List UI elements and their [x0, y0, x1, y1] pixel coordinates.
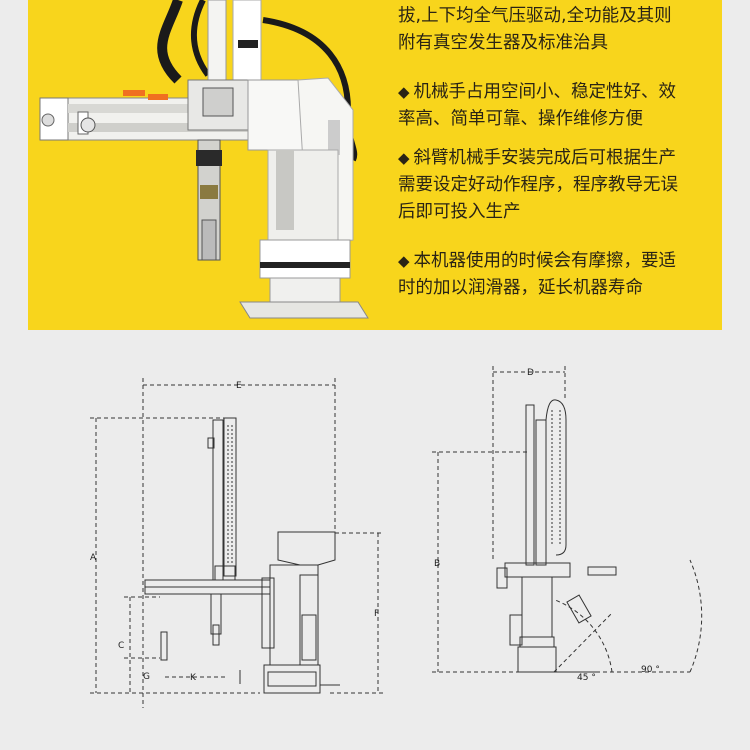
dim-label-B: B: [434, 559, 440, 569]
bullet-diamond-icon: ◆: [398, 252, 410, 270]
robot-arm-illustration: [39, 0, 369, 319]
bullet-2-line-2: 需要设定好动作程序，程序教导无误: [398, 175, 678, 195]
dim-label-C: C: [118, 641, 124, 651]
technical-drawings: E A C G K F D B 45 ° 90 °: [90, 366, 703, 708]
dim-label-G: G: [143, 672, 150, 682]
angle-label-90: 90 °: [641, 665, 660, 675]
dim-label-A: A: [90, 553, 97, 563]
feature-text: 拔,上下均全气压驱动,全功能及其则 附有真空发生器及标准治具 ◆机械手占用空间小…: [398, 0, 722, 302]
bullet-3-line-1: ◆本机器使用的时候会有摩擦，要适: [398, 251, 677, 271]
angle-label-45: 45 °: [577, 673, 596, 683]
dim-label-K: K: [190, 673, 197, 683]
bullet-diamond-icon: ◆: [398, 83, 410, 101]
bullet-diamond-icon: ◆: [398, 149, 410, 167]
dim-label-F: F: [374, 609, 379, 619]
intro-line-2: 附有真空发生器及标准治具: [398, 33, 608, 53]
dim-label-E: E: [236, 381, 242, 391]
bullet-2-line-1: ◆斜臂机械手安装完成后可根据生产: [398, 148, 677, 168]
bullet-1-line-2: 率高、简单可靠、操作维修方便: [398, 109, 643, 129]
bullet-2-line-3: 后即可投入生产: [398, 202, 521, 222]
dim-label-D: D: [527, 368, 534, 378]
intro-line-1: 拔,上下均全气压驱动,全功能及其则: [398, 6, 672, 26]
bullet-1-line-1: ◆机械手占用空间小、稳定性好、效: [398, 82, 677, 102]
bullet-3-line-2: 时的加以润滑器，延长机器寿命: [398, 278, 643, 298]
feature-panel: 拔,上下均全气压驱动,全功能及其则 附有真空发生器及标准治具 ◆机械手占用空间小…: [28, 0, 722, 330]
